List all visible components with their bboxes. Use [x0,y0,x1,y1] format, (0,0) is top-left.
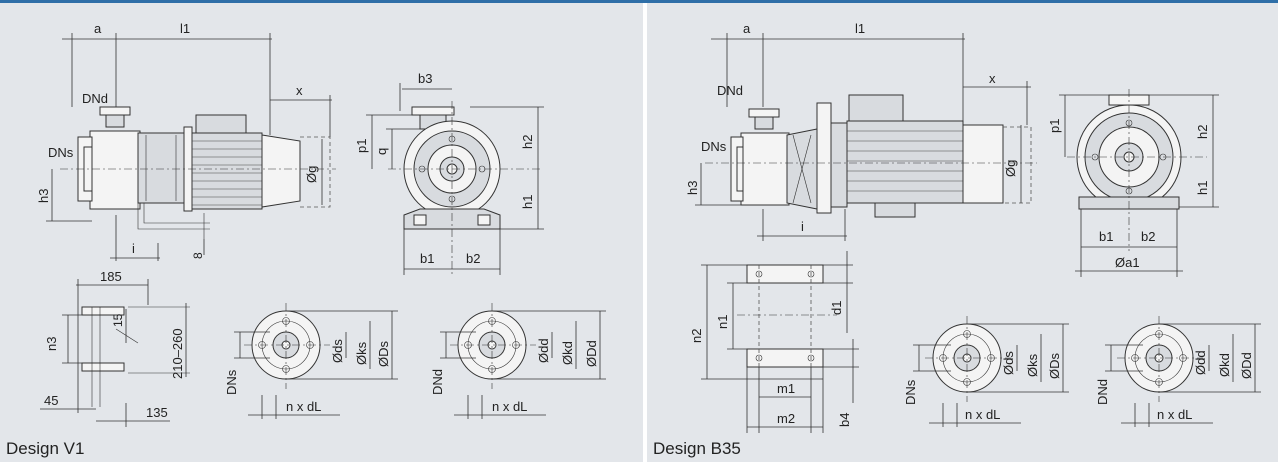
label-h2-b35: h2 [1195,125,1210,139]
label-15: 15 [111,313,125,327]
label-ks-b35: Øks [1025,353,1040,377]
pump-front-view [388,101,540,275]
label-Ds: ØDs [376,341,391,368]
caption-design-v1: Design V1 [6,439,85,458]
label-ks: Øks [354,341,369,365]
label-b2: b2 [466,251,480,266]
label-45: 45 [44,393,58,408]
label-x-b35: x [989,71,996,86]
label-n3: n3 [44,337,59,351]
side-view-dimensions [46,33,332,261]
label-n2-b35: n2 [689,329,704,343]
label-Dd: ØDd [584,340,599,367]
label-dd: Ødd [536,338,551,363]
label-h2: h2 [520,135,535,149]
caption-design-b35: Design B35 [653,439,741,458]
label-dns: DNs [48,145,74,160]
label-a1-b35: Øa1 [1115,255,1140,270]
label-d1-b35: d1 [829,301,844,315]
label-dnd: DNd [82,91,108,106]
label-x: x [296,83,303,98]
label-holes-s: n x dL [286,399,321,414]
label-g-b35: Øg [1003,160,1018,177]
label-holes-d: n x dL [492,399,527,414]
label-holes-s-b35: n x dL [965,407,1000,422]
label-p1: p1 [354,139,369,153]
label-Dd-b35: ØDd [1239,352,1254,379]
discharge-flange-v1 [440,303,606,419]
discharge-flange-b35 [1105,316,1261,427]
panel-divider [643,3,647,462]
label-dnd-b35: DNd [717,83,743,98]
label-h3-b35: h3 [685,181,700,195]
label-185: 185 [100,269,122,284]
label-ds-b35: Øds [1001,351,1016,375]
label-b2-b35: b2 [1141,229,1155,244]
pump-front-view-b35 [1067,89,1207,251]
label-135: 135 [146,405,168,420]
label-l1-b35: l1 [855,21,865,36]
label-dns-b35: DNs [701,139,727,154]
label-l1: l1 [180,21,190,36]
label-g: Øg [304,166,319,183]
label-b1-b35: b1 [1099,229,1113,244]
label-flange-dnd: DNd [430,369,445,395]
pump-side-view-b35 [705,94,1037,218]
front-view-dimensions [366,83,544,275]
label-b1: b1 [420,251,434,266]
label-kd-b35: Økd [1217,353,1232,377]
panel-design-v1: a l1 DNd DNs h3 i x Øg 8 [0,3,643,462]
label-a-b35: a [743,21,751,36]
label-q: q [374,148,389,155]
label-210-260: 210–260 [170,328,185,379]
suction-flange-b35 [913,316,1069,427]
label-i-b35: i [801,219,804,234]
drawing-design-b35: a l1 DNd DNs h3 i x Øg p1 h2 h1 b1 b2 Øa… [685,21,1261,433]
label-flange-dns: DNs [224,369,239,395]
label-h1-b35: h1 [1195,181,1210,195]
label-flange-dns-b35: DNs [903,379,918,405]
motor-fins-b35 [847,130,963,192]
label-ds: Øds [330,339,345,363]
label-m1-b35: m1 [777,381,795,396]
drawing-design-v1: a l1 DNd DNs h3 i x Øg 8 [36,21,606,427]
front-view-dimensions-b35 [1059,94,1219,277]
label-b4-b35: b4 [837,413,852,427]
suction-flange-v1 [234,303,398,419]
label-flange-dnd-b35: DNd [1095,379,1110,405]
label-m2-b35: m2 [777,411,795,426]
foot-plan-b35 [701,251,859,433]
label-kd: Økd [560,341,575,365]
motor-fins [192,140,262,206]
label-b3: b3 [418,71,432,86]
label-dd-b35: Ødd [1193,350,1208,375]
label-i: i [132,241,135,256]
label-holes-d-b35: n x dL [1157,407,1192,422]
label-h1: h1 [520,195,535,209]
top-rule [0,0,1278,3]
side-view-dimensions-b35 [695,33,1031,241]
baseplate-detail [40,279,190,427]
label-Ds-b35: ØDs [1047,353,1062,380]
label-a: a [94,21,102,36]
label-n1-b35: n1 [715,315,730,329]
label-h3: h3 [36,189,51,203]
panel-design-b35: a l1 DNd DNs h3 i x Øg p1 h2 h1 b1 b2 Øa… [647,3,1278,462]
label-8: 8 [191,252,205,259]
label-p1-b35: p1 [1047,119,1062,133]
pump-side-view [60,106,336,239]
